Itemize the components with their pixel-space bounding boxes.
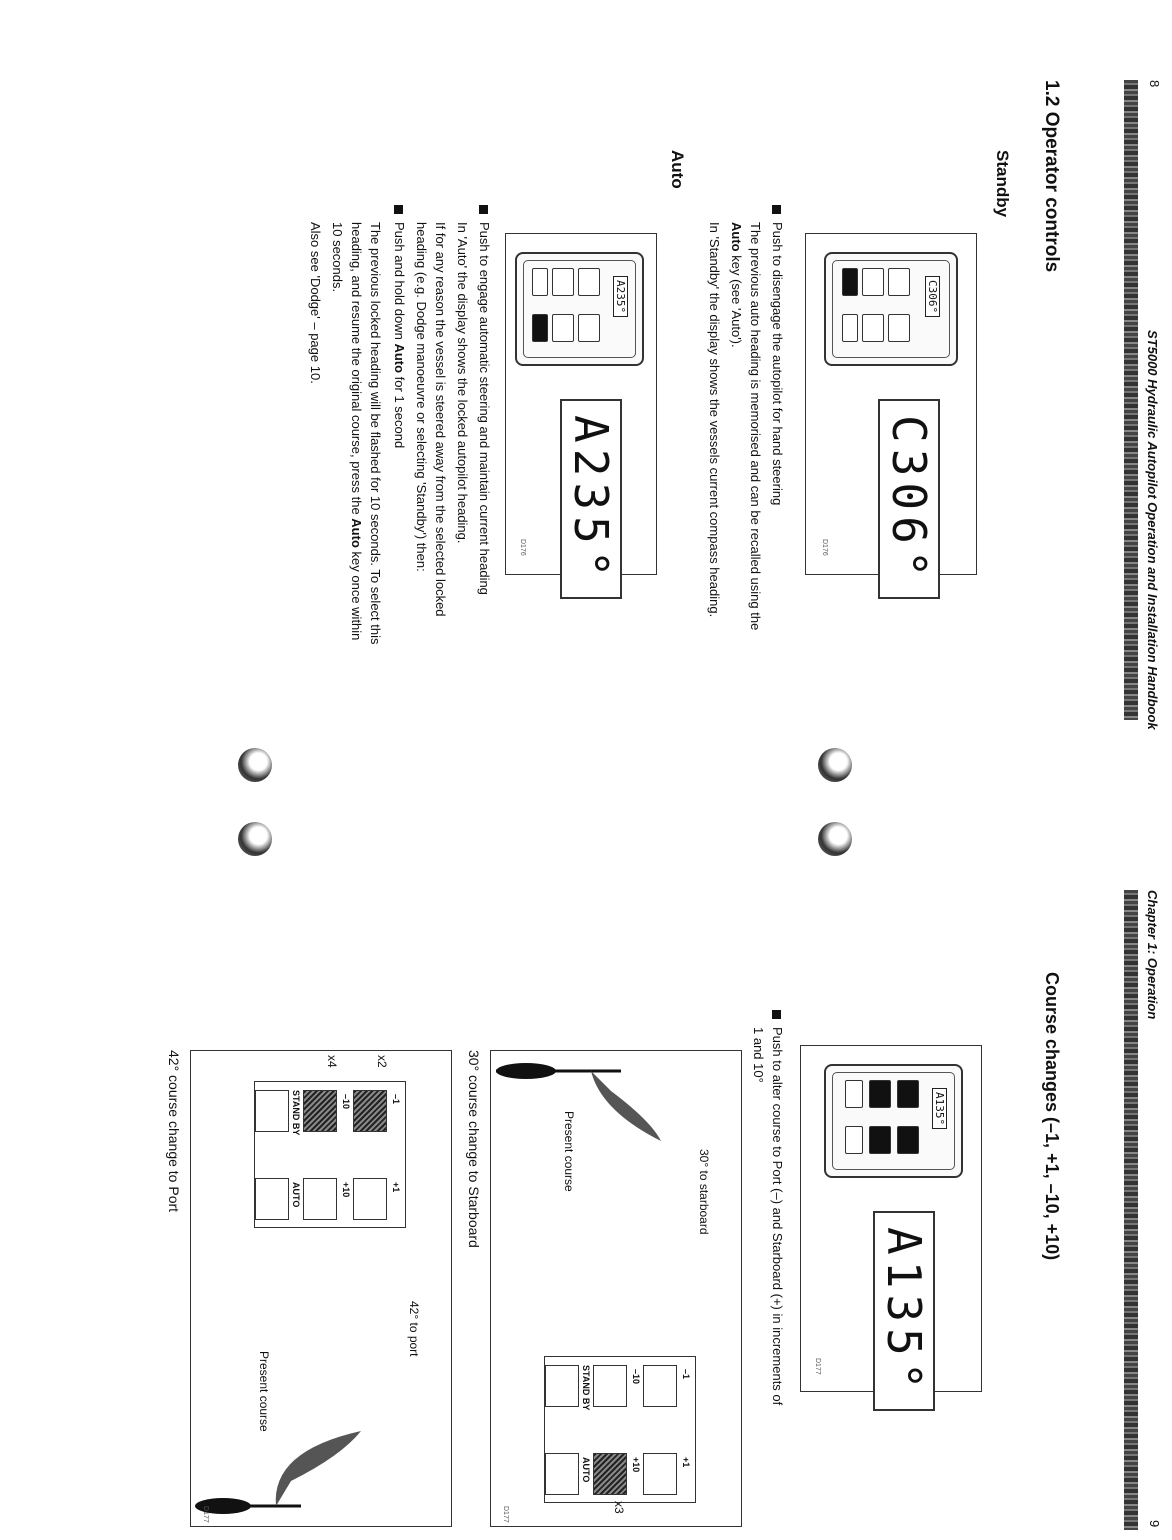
- auto-text-7: Also see 'Dodge' – page 10.: [308, 222, 323, 384]
- standby-text-2: Auto key (see 'Auto').: [729, 222, 744, 348]
- standby-lcd: C306°: [878, 399, 940, 600]
- starboard-arrow-label: 30° to starboard: [697, 1149, 711, 1235]
- standby-key-a: [888, 268, 910, 296]
- standby-bullet: Push to disengage the autopilot for hand…: [768, 205, 787, 725]
- kp-label-minus10: –10: [631, 1369, 641, 1385]
- kp-label-plus10: +10: [631, 1457, 641, 1473]
- course-bullet: Push to alter course to Port (–) and Sta…: [768, 1010, 787, 1530]
- standby-key-b: [888, 314, 910, 342]
- auto-text-3: heading (e.g. Dodge manoeuvre or selecti…: [414, 222, 429, 572]
- standby-text-1: The previous auto heading is memorised a…: [748, 222, 763, 631]
- course-key-auto: [845, 1126, 863, 1154]
- course-fig-code: D177: [814, 1358, 821, 1375]
- standby-key-d: [862, 314, 884, 342]
- course-key-plus10: [869, 1126, 891, 1154]
- course-key-minus1: [897, 1080, 919, 1108]
- page-number-right: 9: [1147, 1520, 1162, 1528]
- starboard-multiplier: x3: [612, 1501, 626, 1514]
- boat-hull: [496, 1063, 556, 1079]
- course-changes-title: Course changes (–1, +1, –10, +10): [1042, 972, 1062, 1261]
- page-number-left: 8: [1147, 80, 1162, 88]
- binder-hole-4: [238, 822, 272, 856]
- auto-text-6: 10 seconds.: [330, 222, 345, 293]
- course-control-unit: A135°: [824, 1064, 963, 1178]
- auto-text-4: The previous locked heading will be flas…: [368, 222, 383, 645]
- page-header-right: Chapter 1: Operation: [1145, 890, 1160, 1020]
- course-key-standby: [845, 1080, 863, 1108]
- bullet-mark: [771, 205, 781, 214]
- port-present-label: Present course: [257, 1351, 271, 1432]
- header-band-left: [1124, 80, 1138, 720]
- auto-figure: A235° A235° D176: [505, 233, 657, 600]
- kp-key-plus1: [643, 1453, 677, 1495]
- standby-figure: C306° C306° D176: [805, 233, 977, 600]
- page-header-left: ST5000 Hydraulic Autopilot Operation and…: [1145, 330, 1160, 730]
- kp-label-plus1: +1: [681, 1457, 691, 1468]
- starboard-arrow: [591, 1071, 661, 1141]
- port-figure-caption: 42° course change to Port: [166, 1050, 182, 1213]
- standby-heading: Standby: [993, 150, 1012, 218]
- starboard-keypad: –1 +1 –10 +10 STAND BY AUTO: [544, 1356, 696, 1503]
- header-band-right: [1124, 890, 1138, 1530]
- kp-label-standby: STAND BY: [581, 1365, 591, 1411]
- standby-key-c: [862, 268, 884, 296]
- auto-fig-code: D176: [519, 539, 526, 556]
- binder-hole-3: [818, 822, 852, 856]
- course-change-figure: A135° A135° D177: [800, 1045, 982, 1412]
- port-diagram: [195, 1431, 361, 1514]
- starboard-diagram: [496, 1063, 661, 1141]
- standby-unit-readout: C306°: [925, 276, 940, 318]
- auto-bullet-1: Push to engage automatic steering and ma…: [475, 205, 494, 765]
- auto-bullet-2: Push and hold down Auto for 1 second: [390, 205, 409, 765]
- auto-key-b: [578, 314, 600, 342]
- starboard-figure-caption: 30° course change to Starboard: [466, 1050, 482, 1248]
- port-figure: –1 +1 –10 +10 STAND BY AUTO x2 x4 42° to…: [190, 1050, 452, 1527]
- auto-lcd: A235°: [560, 399, 622, 600]
- port-arrow-label: 42° to port: [407, 1301, 421, 1357]
- starboard-present-label: Present course: [562, 1111, 576, 1192]
- binder-hole-1: [818, 748, 852, 782]
- auto-text-5: heading, and resume the original course,…: [349, 222, 364, 641]
- bullet-mark: [393, 205, 403, 214]
- kp-key-minus1: [643, 1365, 677, 1407]
- standby-control-unit: C306°: [824, 252, 958, 366]
- auto-text-1: In 'Auto' the display shows the locked a…: [455, 222, 470, 544]
- auto-control-unit: A235°: [515, 252, 644, 366]
- binder-hole-2: [238, 748, 272, 782]
- port-fig-code: D177: [202, 1506, 209, 1523]
- bullet-mark: [771, 1010, 781, 1019]
- kp-key-standby: [545, 1365, 579, 1407]
- standby-fig-code: D176: [821, 539, 828, 556]
- starboard-fig-code: D177: [502, 1506, 509, 1523]
- section-title-operator-controls: 1.2 Operator controls: [1041, 80, 1062, 273]
- boat-hull: [195, 1498, 251, 1514]
- standby-text-3: In 'Standby' the display shows the vesse…: [707, 222, 722, 618]
- course-bullet-line2: 1 and 10°: [751, 1027, 766, 1083]
- kp-key-auto: [545, 1453, 579, 1495]
- auto-key-a: [578, 268, 600, 296]
- kp-label-minus1: –1: [681, 1369, 691, 1380]
- course-unit-readout: A135°: [932, 1088, 947, 1130]
- auto-text-2: If for any reason the vessel is steered …: [433, 222, 448, 617]
- auto-unit-readout: A235°: [613, 276, 628, 318]
- starboard-figure: 30° to starboard Present course –1 +1 –1…: [490, 1050, 742, 1527]
- bullet-mark: [478, 205, 488, 214]
- auto-key-c: [552, 268, 574, 296]
- auto-key-highlighted: [532, 314, 548, 342]
- course-key-minus10: [869, 1080, 891, 1108]
- auto-heading: Auto: [668, 150, 687, 189]
- kp-key-plus10-highlighted: [593, 1453, 627, 1495]
- auto-key-d: [552, 314, 574, 342]
- course-lcd: A135°: [873, 1211, 935, 1412]
- auto-key-e: [532, 268, 548, 296]
- standby-key-f: [842, 314, 858, 342]
- port-arrow: [275, 1431, 361, 1506]
- kp-label-auto: AUTO: [581, 1457, 591, 1483]
- kp-key-minus10: [593, 1365, 627, 1407]
- course-key-plus1: [897, 1126, 919, 1154]
- standby-key-highlighted: [842, 268, 858, 296]
